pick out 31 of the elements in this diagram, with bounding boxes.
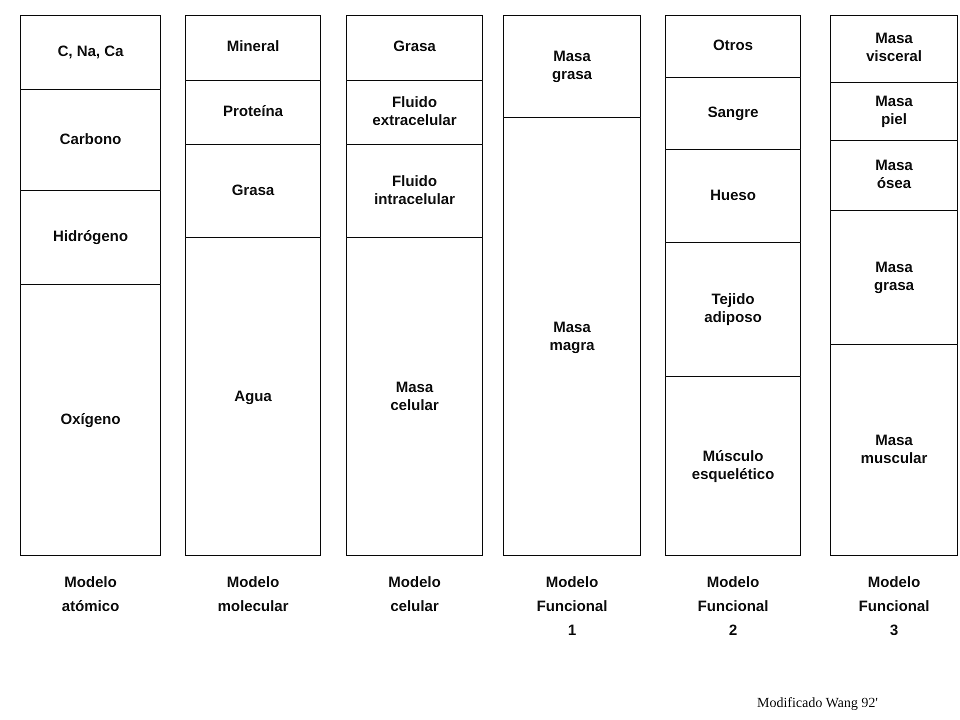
segment-label: Carbono <box>60 130 122 148</box>
segment-label: Sangre <box>708 104 758 122</box>
source-note: Modificado Wang 92' <box>757 696 878 712</box>
segment-label: Hidrógeno <box>53 228 128 246</box>
segment-label: Fluido extracelular <box>372 94 457 130</box>
segment-label: Mineral <box>226 38 280 56</box>
segment-label: Músculo esquelético <box>692 448 774 484</box>
column-label: Modelo Funcional 3 <box>858 573 930 641</box>
column-label: Modelo atómico <box>62 573 120 617</box>
segment-label: Masa celular <box>390 378 439 414</box>
segment-label: Tejido adiposo <box>704 291 762 327</box>
segment-label: Agua <box>234 388 272 406</box>
column-label: Modelo celular <box>388 573 441 617</box>
segment-label: Masa visceral <box>866 30 922 66</box>
segment-label: Proteína <box>222 103 283 121</box>
segment-label: Oxígeno <box>60 411 120 429</box>
segment-label: Masa grasa <box>552 48 592 84</box>
segment-label: C, Na, Ca <box>58 42 124 60</box>
segment-label: Hueso <box>710 186 756 204</box>
column-label: Modelo Funcional 1 <box>536 573 608 641</box>
column-label: Modelo molecular <box>218 573 288 617</box>
segment-label: Grasa <box>393 38 436 56</box>
segment-label: Masa piel <box>875 93 913 129</box>
segment-label: Otros <box>712 36 753 54</box>
segment-label: Masa magra <box>549 318 594 354</box>
segment-label: Masa muscular <box>860 432 928 468</box>
segment-label: Fluido intracelular <box>374 172 455 208</box>
segment-label: Masa grasa <box>874 259 914 295</box>
segment-label: Grasa <box>232 182 274 200</box>
column-label: Modelo Funcional 2 <box>698 573 768 641</box>
segment-label: Masa ósea <box>875 157 913 193</box>
